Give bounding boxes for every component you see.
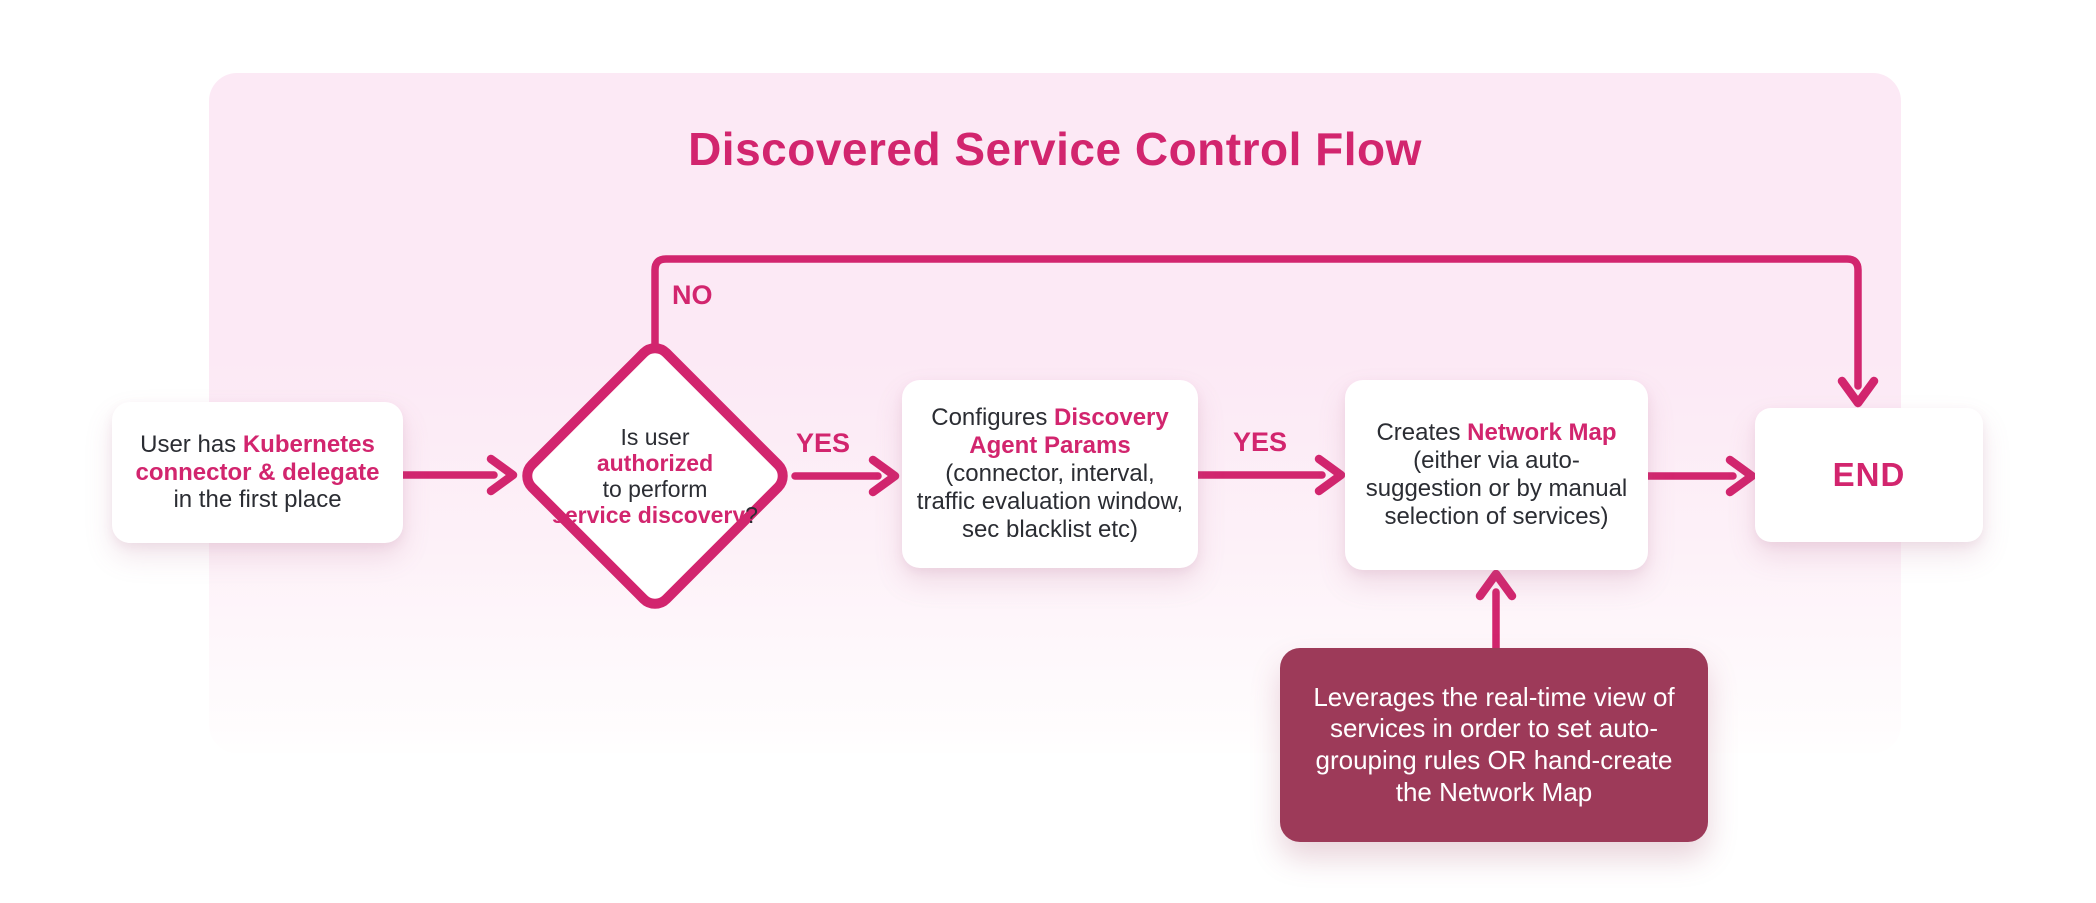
- node-create-network-map: Creates Network Map(either via auto-sugg…: [1345, 380, 1648, 570]
- diagram-title: Discovered Service Control Flow: [688, 123, 1422, 175]
- node-create-text: Creates Network Map(either via auto-sugg…: [1365, 419, 1628, 530]
- edge-label-yes-2: YES: [1232, 427, 1288, 457]
- node-end: END: [1755, 408, 1983, 542]
- edge-label-no: NO: [672, 280, 713, 310]
- edge-label-yes-1: YES: [795, 428, 851, 458]
